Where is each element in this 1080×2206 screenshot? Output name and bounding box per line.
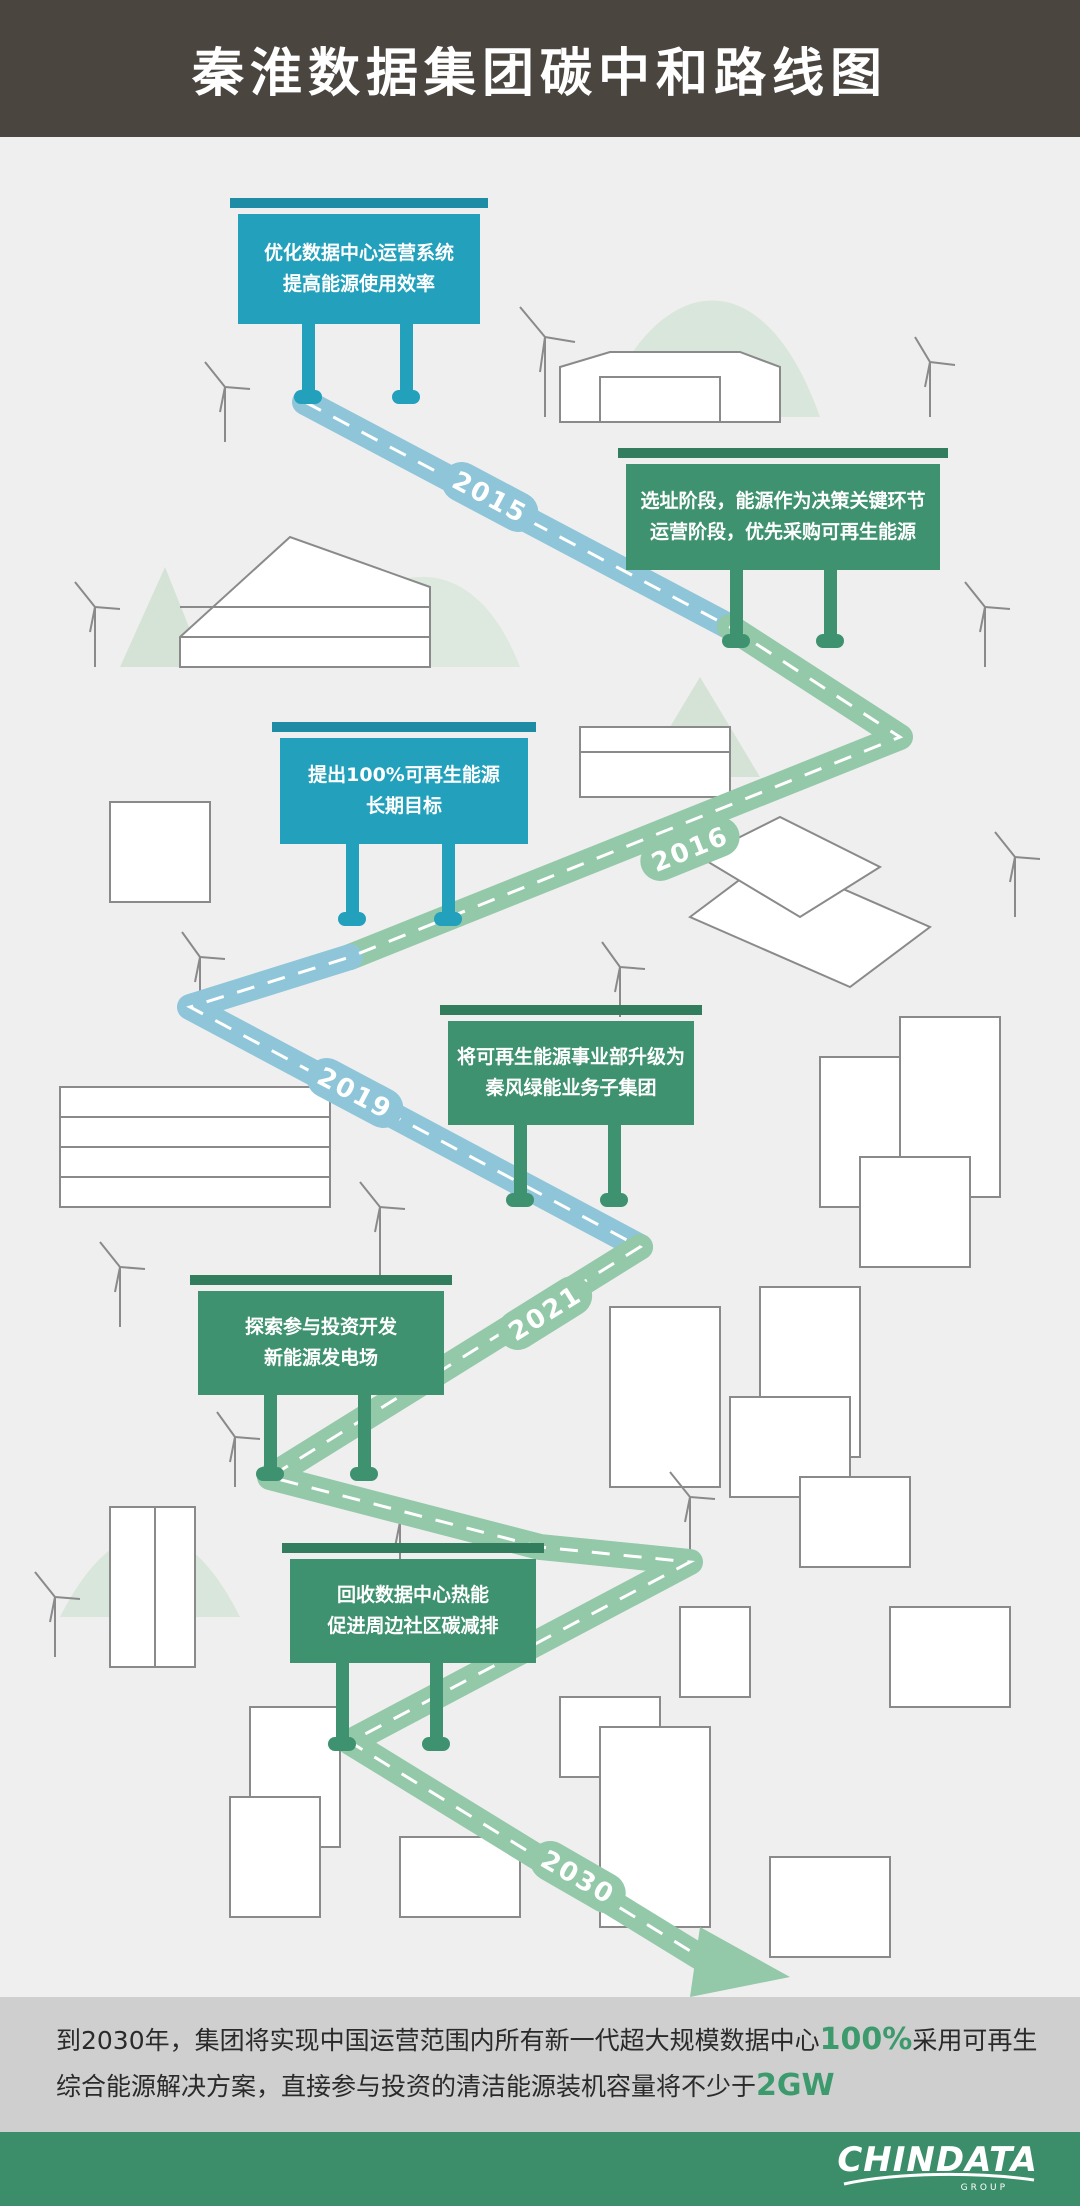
- building-sketch: [109, 801, 211, 903]
- milestone-billboard: 优化数据中心运营系统 提高能源使用效率: [230, 198, 488, 408]
- summary-highlight: 100%: [819, 2022, 913, 2057]
- logo-swoosh-icon: [843, 2172, 1035, 2186]
- summary-line-2: 综合能源解决方案，直接参与投资的清洁能源装机容量将不少于2GW: [56, 2068, 835, 2103]
- wind-turbine-icon: [99, 1241, 146, 1327]
- building-sketch: [889, 1606, 1011, 1708]
- wind-turbine-icon: [359, 1181, 406, 1277]
- milestone-text: 选址阶段，能源作为决策关键环节: [640, 490, 926, 512]
- building-sketch: [579, 726, 731, 798]
- building-sketch: [859, 1156, 971, 1268]
- wind-turbine-icon: [34, 1571, 81, 1657]
- summary-highlight: 2GW: [756, 2068, 835, 2103]
- wind-turbine-icon: [964, 581, 1011, 667]
- milestone-text: 探索参与投资开发: [244, 1316, 397, 1338]
- milestone-billboard: 回收数据中心热能 促进周边社区碳减排: [282, 1543, 544, 1755]
- milestone-billboard: 探索参与投资开发 新能源发电场: [190, 1275, 452, 1485]
- building-sketch: [769, 1856, 891, 1958]
- building-sketch: [179, 535, 431, 668]
- wind-turbine-icon: [204, 361, 251, 442]
- milestone-billboard: 将可再生能源事业部升级为 秦风绿能业务子集团: [440, 1005, 702, 1209]
- building-sketch: [229, 1796, 321, 1918]
- milestone-billboard: 选址阶段，能源作为决策关键环节 运营阶段，优先采购可再生能源: [618, 448, 948, 650]
- milestone-text: 秦风绿能业务子集团: [485, 1077, 657, 1099]
- wind-turbine-icon: [519, 306, 576, 417]
- milestone-text: 长期目标: [365, 795, 442, 817]
- header-bar: 秦淮数据集团碳中和路线图: [0, 0, 1080, 137]
- building-sketch: [799, 1476, 911, 1568]
- milestone-text: 提高能源使用效率: [282, 273, 435, 295]
- milestone-text: 运营阶段，优先采购可再生能源: [649, 521, 916, 543]
- year-badge: 2015: [441, 461, 539, 533]
- page-title: 秦淮数据集团碳中和路线图: [191, 44, 888, 104]
- building-sketch: [697, 815, 883, 919]
- milestone-text: 优化数据中心运营系统: [263, 242, 454, 264]
- building-sketch: [109, 1506, 161, 1668]
- background-buildings: [59, 351, 1011, 1958]
- wind-turbine-icon: [994, 831, 1041, 917]
- milestone-text: 提出100%可再生能源: [308, 764, 500, 786]
- roadmap-scene: 2015 2016 2019 2021 2030: [34, 300, 1041, 1997]
- summary-line-1: 到2030年，集团将实现中国运营范围内所有新一代超大规模数据中心100%采用可再…: [56, 2022, 1038, 2057]
- summary-band: 到2030年，集团将实现中国运营范围内所有新一代超大规模数据中心100%采用可再…: [0, 1997, 1080, 2132]
- milestone-text: 新能源发电场: [263, 1347, 378, 1369]
- footer-bar: CHINDATA GROUP: [0, 2132, 1080, 2206]
- building-sketch: [609, 1306, 721, 1488]
- building-sketch: [679, 1606, 751, 1698]
- building-sketch: [154, 1506, 196, 1668]
- milestone-text: 促进周边社区碳减排: [327, 1615, 499, 1637]
- milestone-text: 将可再生能源事业部升级为: [456, 1046, 685, 1068]
- chindata-logo: CHINDATA GROUP: [837, 2140, 1038, 2193]
- year-badge: 2021: [497, 1276, 593, 1350]
- wind-turbine-icon: [914, 336, 956, 417]
- wind-turbine-icon: [74, 581, 121, 667]
- building-sketch: [399, 1836, 521, 1918]
- road-arrowhead: [690, 1927, 790, 1997]
- milestone-text: 回收数据中心热能: [336, 1584, 489, 1606]
- building-sketch: [599, 376, 721, 423]
- milestone-billboard: 提出100%可再生能源 长期目标: [272, 722, 536, 930]
- wind-turbine-icon: [216, 1411, 261, 1487]
- wind-turbine-icon: [601, 941, 646, 1017]
